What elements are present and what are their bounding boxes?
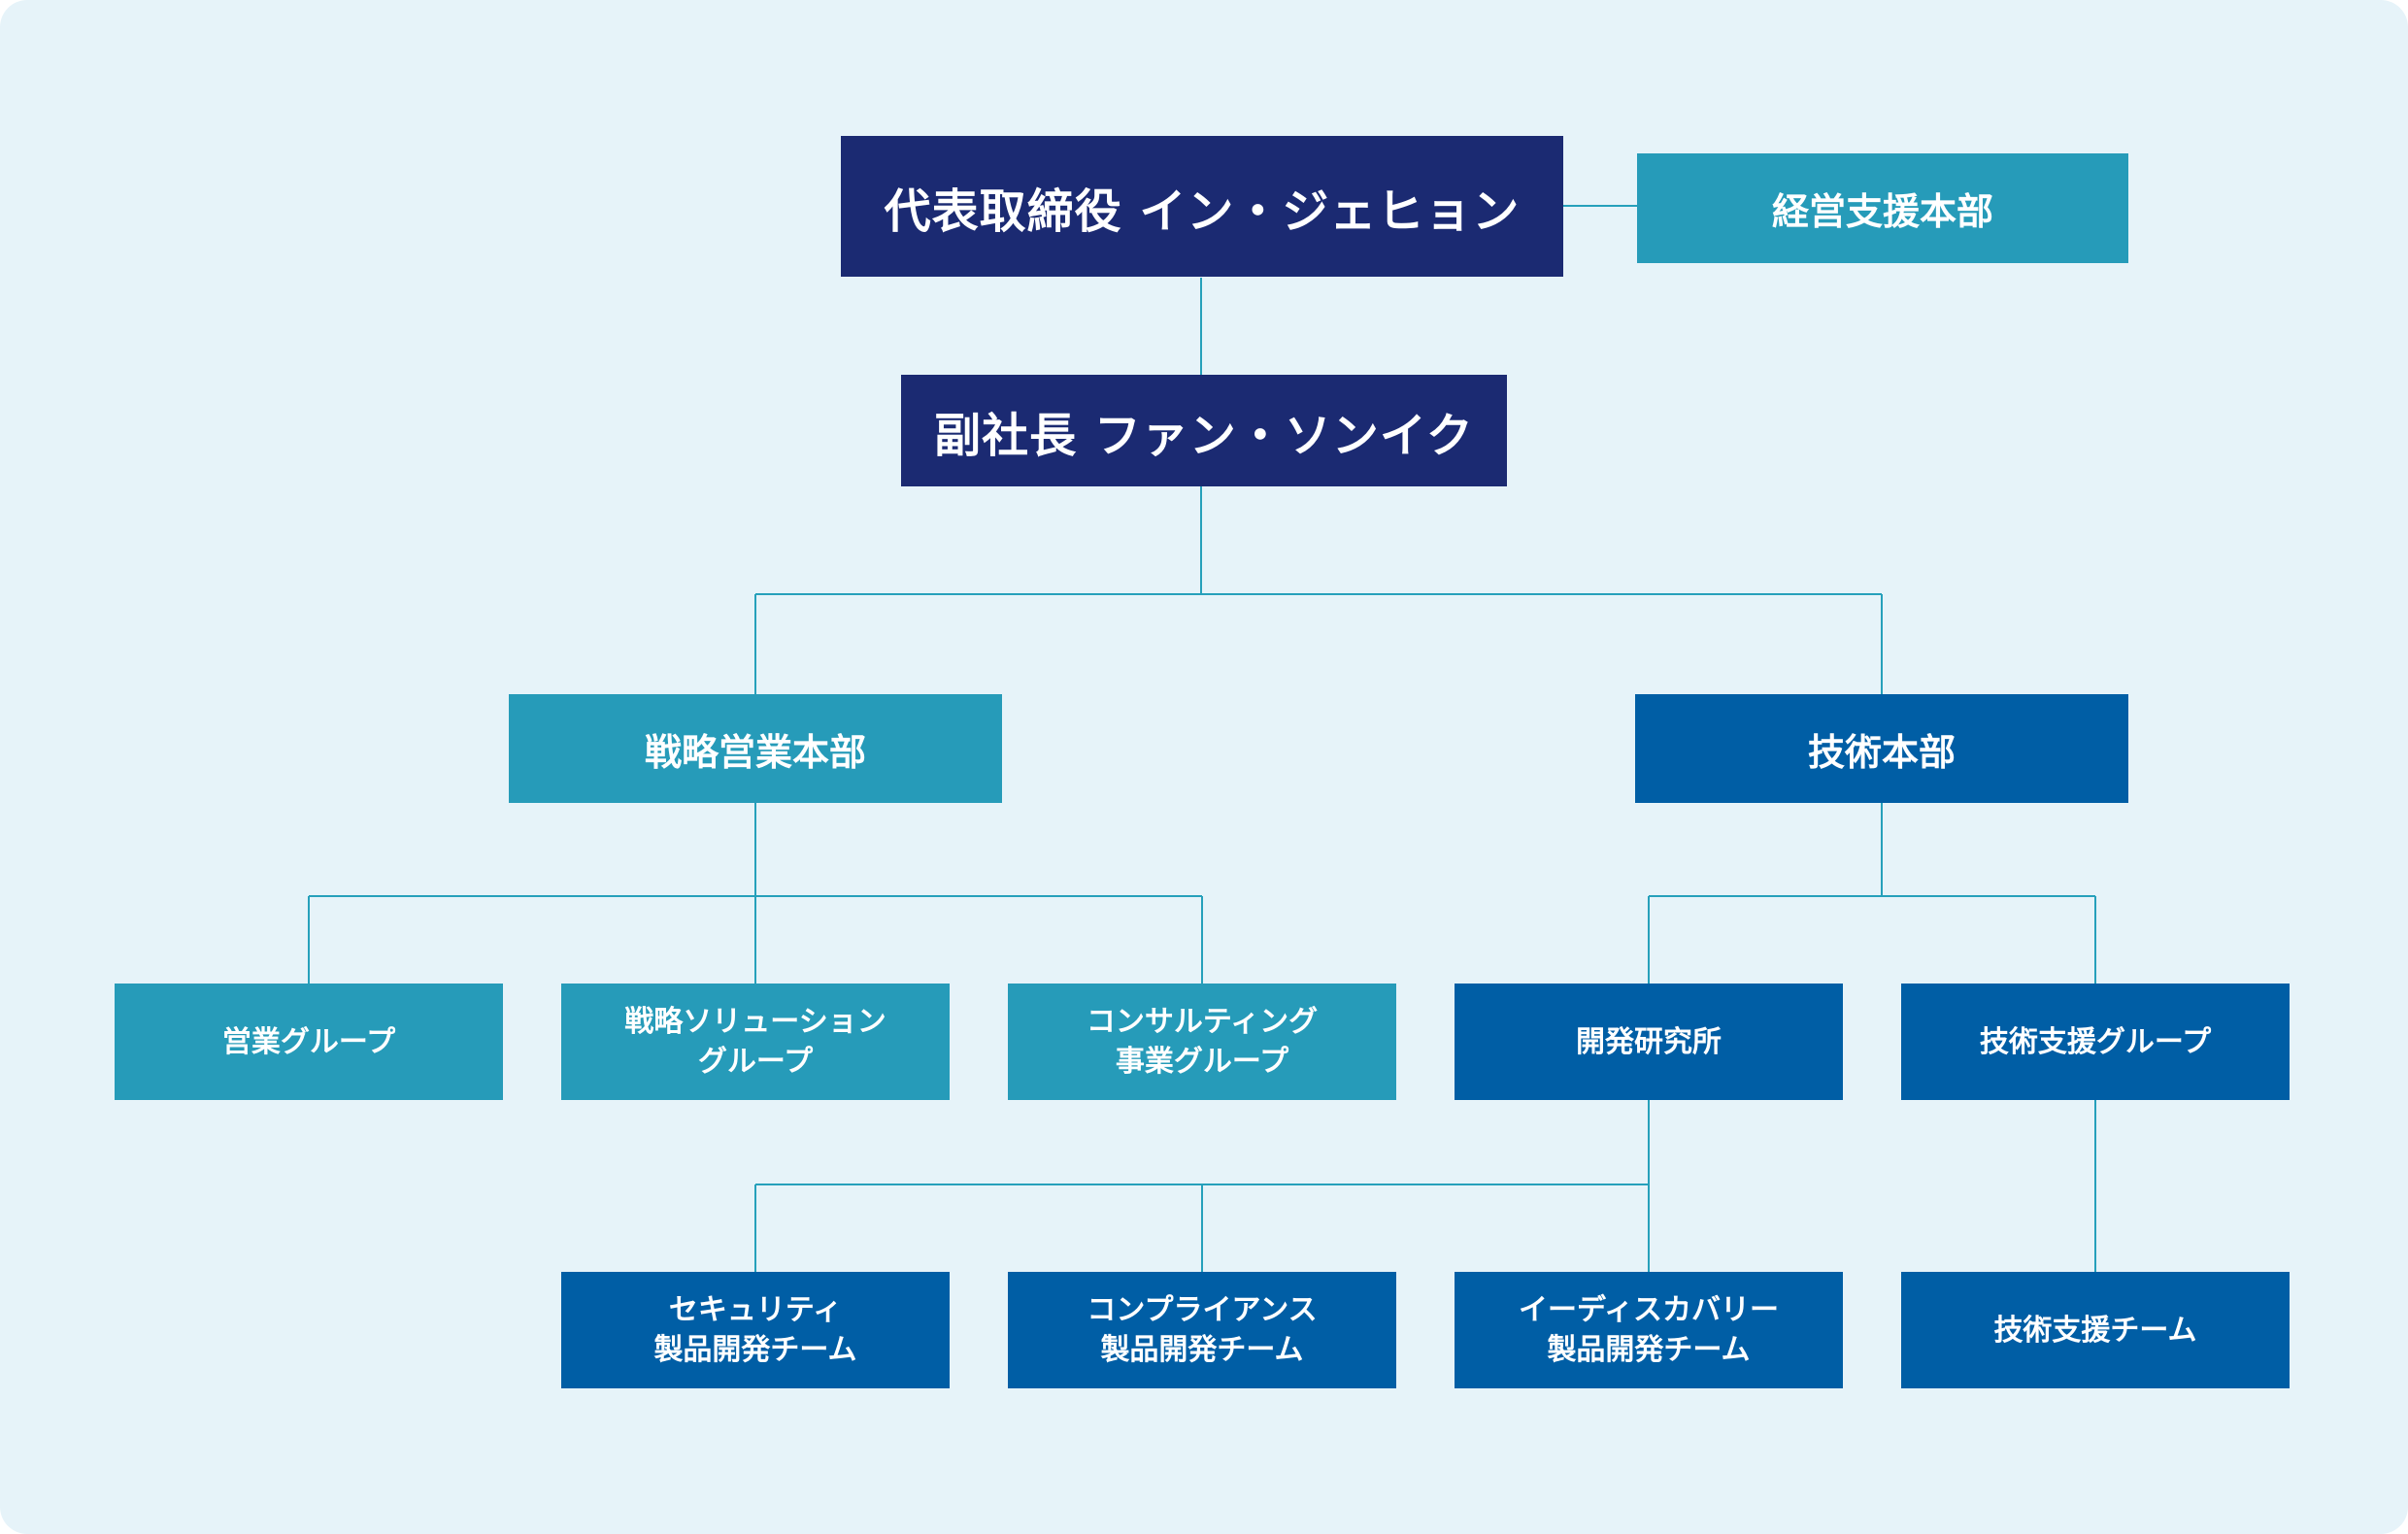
management-support-box: 経営支援本部 — [1637, 153, 2128, 263]
strategic-solution-group-box: 戦略ソリューション グループ — [561, 984, 950, 1100]
compliance-team-label: コンプライアンス 製品開発チーム — [1087, 1293, 1318, 1367]
ediscovery-team-label: イーディスカバリー 製品開発チーム — [1519, 1293, 1779, 1367]
rnd-lab-box: 開発研究所 — [1455, 984, 1843, 1100]
vice-president-label: 副社長 ファン・ソンイク — [934, 408, 1474, 463]
tech-support-group-label: 技術支援グループ — [1979, 1024, 2212, 1059]
compliance-team-box: コンプライアンス 製品開発チーム — [1008, 1272, 1396, 1388]
tech-support-group-box: 技術支援グループ — [1901, 984, 2290, 1100]
rnd-lab-label: 開発研究所 — [1576, 1024, 1722, 1059]
management-support-label: 経営支援本部 — [1771, 190, 1993, 233]
strategic-sales-division-box: 戦略営業本部 — [509, 694, 1002, 803]
ceo-label: 代表取締役 イン・ジェヒョン — [884, 183, 1521, 239]
security-team-box: セキュリティ 製品開発チーム — [561, 1272, 950, 1388]
tech-support-team-label: 技術支援チーム — [1993, 1313, 2197, 1348]
vice-president-box: 副社長 ファン・ソンイク — [901, 375, 1507, 486]
ceo-box: 代表取締役 イン・ジェヒョン — [841, 136, 1563, 277]
tech-support-team-box: 技術支援チーム — [1901, 1272, 2290, 1388]
sales-group-label: 営業グループ — [221, 1024, 396, 1059]
technology-division-label: 技術本部 — [1807, 730, 1956, 774]
technology-division-box: 技術本部 — [1635, 694, 2128, 803]
strategic-sales-division-label: 戦略営業本部 — [644, 730, 866, 774]
consulting-group-label: コンサルティング 事業グループ — [1086, 1005, 1319, 1079]
ediscovery-team-box: イーディスカバリー 製品開発チーム — [1455, 1272, 1843, 1388]
sales-group-box: 営業グループ — [115, 984, 503, 1100]
security-team-label: セキュリティ 製品開発チーム — [653, 1293, 857, 1367]
strategic-solution-group-label: 戦略ソリューション グループ — [624, 1005, 886, 1079]
consulting-group-box: コンサルティング 事業グループ — [1008, 984, 1396, 1100]
